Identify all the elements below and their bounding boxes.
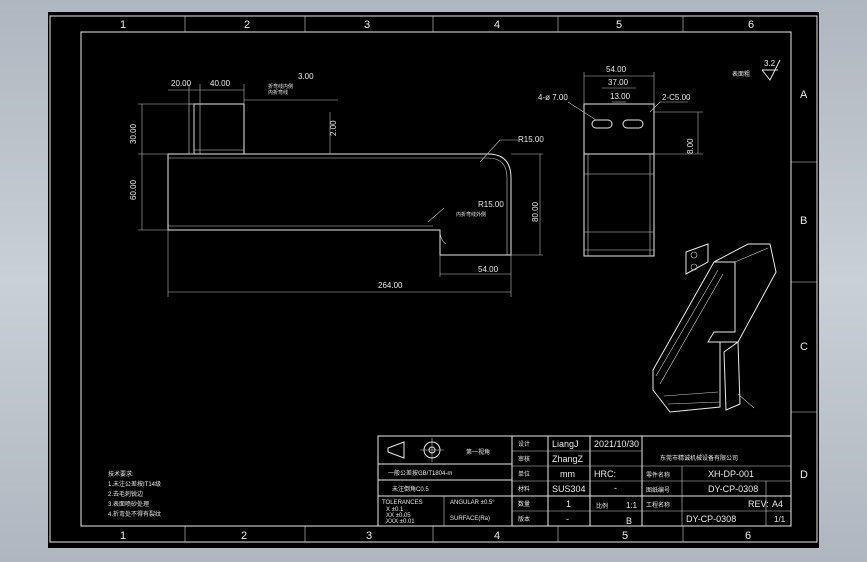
- part-label: 零件名称: [646, 471, 670, 479]
- dim-20: 20.00: [171, 79, 192, 88]
- rev-label: REV:: [748, 499, 769, 509]
- col-label-6: 6: [748, 19, 754, 31]
- col-label-4-bottom: 4: [494, 530, 500, 542]
- dim-54-front: 54.00: [478, 265, 499, 274]
- note-bend-line-1: 折弯线内侧: [268, 83, 293, 90]
- hrc-value: -: [614, 483, 617, 493]
- angular-tolerance: ANGULAR ±0.5°: [450, 500, 495, 506]
- date-value: 2021/10/30: [594, 439, 639, 449]
- col-label-3: 3: [364, 19, 370, 31]
- col-label-2-bottom: 2: [241, 530, 247, 542]
- label-check: 审核: [518, 455, 530, 463]
- hrc-label: HRC:: [594, 469, 616, 479]
- sheet-column: B: [626, 516, 632, 526]
- col-label-3-bottom: 3: [366, 530, 372, 542]
- drawing-number-2: DY-CP-0308: [686, 514, 736, 524]
- surface-roughness: SURFACE(Ra): [450, 516, 490, 522]
- drawing-viewport[interactable]: 1 2 3 4 5 6 1 2 3 4 5 6 A B C D 表面粗 3.2: [48, 12, 819, 548]
- label-design: 设计: [518, 440, 530, 448]
- col-label-5-bottom: 5: [622, 530, 628, 542]
- side-view: [583, 103, 655, 257]
- side-dim-13: 13.00: [610, 92, 631, 101]
- company-name: 东莞市精诚机械设备有限公司: [660, 454, 738, 462]
- row-label-a: A: [800, 89, 808, 101]
- dim-r15-top: R15.00: [518, 135, 544, 144]
- svg-text:3.2: 3.2: [764, 59, 776, 68]
- checker-name: ZhangZ: [552, 454, 584, 464]
- tol-x: X ±0.1: [386, 507, 404, 513]
- dim-3: 3.00: [298, 72, 314, 81]
- col-label-6-bottom: 6: [745, 530, 751, 542]
- sheet-fraction: 1/1: [774, 515, 786, 524]
- tol-xx: XX ±0.05: [386, 513, 411, 519]
- col-label-2: 2: [244, 19, 250, 31]
- tolerances-title: TOLERANCES: [382, 500, 423, 506]
- outer-frame: [49, 15, 818, 543]
- dim-2: 2.00: [329, 120, 338, 136]
- designer-name: LiangJ: [552, 439, 579, 449]
- drawing-number: DY-CP-0308: [708, 484, 758, 494]
- isometric-view: [652, 243, 777, 413]
- dim-30: 30.00: [129, 123, 138, 144]
- front-view: [167, 103, 512, 256]
- side-dim-chamfer: 2-C5.00: [662, 93, 691, 102]
- col-label-5: 5: [616, 19, 622, 31]
- material-value: SUS304: [552, 484, 586, 494]
- dim-60: 60.00: [129, 179, 138, 200]
- title-block: [377, 435, 792, 527]
- scale-label: 比例: [596, 502, 608, 510]
- tol-xxx: XXX ±0.01: [386, 519, 415, 525]
- side-dim-holes: 4-ø 7.00: [538, 93, 568, 102]
- svg-text:3.表面喷砂处理: 3.表面喷砂处理: [108, 500, 149, 508]
- part-number: XH-DP-001: [708, 469, 754, 479]
- cad-drawing: 1 2 3 4 5 6 1 2 3 4 5 6 A B C D 表面粗 3.2: [49, 15, 818, 543]
- svg-text:4.折弯处不得有裂纹: 4.折弯处不得有裂纹: [108, 510, 161, 518]
- dim-264: 264.00: [378, 281, 403, 290]
- col-label-4: 4: [494, 19, 500, 31]
- row-label-b: B: [800, 215, 807, 227]
- angle-label: 第一视角: [466, 448, 490, 456]
- note-bend-line-2: 内折弯线: [268, 89, 288, 96]
- row-label-c: C: [800, 341, 808, 353]
- inner-frame: [80, 31, 792, 527]
- tol-line-2: 未注倒角C0.5: [392, 485, 429, 493]
- row-label-d: D: [800, 469, 808, 481]
- paper-size: A4: [772, 499, 783, 509]
- label-material: 材料: [518, 485, 530, 493]
- tol-line-1: 一般公差按GB/T1804-m: [388, 469, 452, 477]
- note-inner-bend: 内折弯线外侧: [456, 211, 486, 218]
- side-dim-54: 54.00: [606, 65, 627, 74]
- col-label-1-bottom: 1: [120, 530, 126, 542]
- roughness-symbol: 表面粗 3.2: [732, 59, 781, 81]
- dim-80: 80.00: [531, 201, 540, 222]
- side-dim-37: 37.00: [608, 78, 629, 87]
- label-version: 版本: [518, 515, 530, 523]
- version-value: -: [566, 514, 569, 524]
- svg-text:表面粗: 表面粗: [732, 70, 750, 78]
- scale-value: 1:1: [626, 501, 638, 510]
- col-label-1: 1: [120, 19, 126, 31]
- side-dim-8: 8.00: [686, 138, 695, 154]
- project-label: 工程名称: [646, 501, 670, 509]
- svg-text:技术要求:: 技术要求:: [108, 470, 134, 478]
- qty-value: 1: [566, 499, 571, 509]
- unit-value: mm: [560, 469, 575, 479]
- notes-block: 技术要求: 1.未注公差按IT14级 2.去毛刺锐边 3.表面喷砂处理 4.折弯…: [108, 470, 161, 518]
- drawing-label: 图纸编号: [646, 486, 670, 494]
- dim-r15-bottom: R15.00: [478, 200, 504, 209]
- label-qty: 数量: [518, 500, 530, 508]
- dim-40: 40.00: [210, 79, 231, 88]
- svg-text:2.去毛刺锐边: 2.去毛刺锐边: [108, 490, 143, 498]
- label-unit: 单位: [518, 470, 530, 478]
- svg-text:1.未注公差按IT14级: 1.未注公差按IT14级: [108, 480, 161, 488]
